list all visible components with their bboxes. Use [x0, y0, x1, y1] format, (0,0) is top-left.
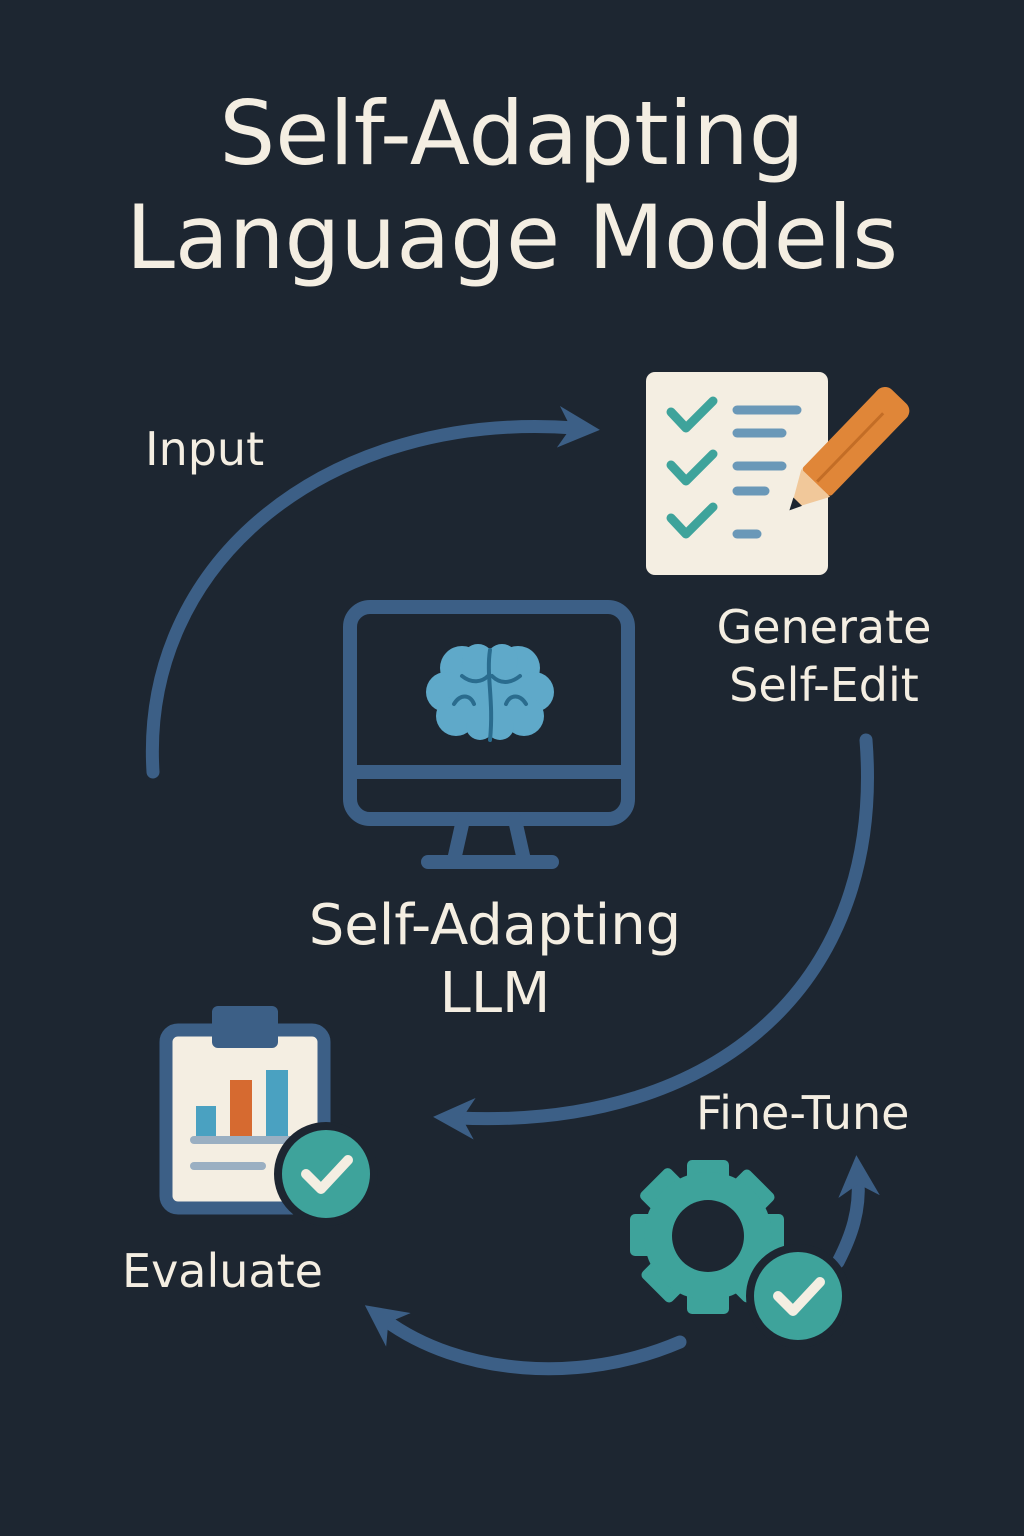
- center-label-line-2: LLM: [439, 961, 551, 1026]
- fine-tune-label: Fine-Tune: [696, 1086, 910, 1140]
- input-label: Input: [145, 422, 265, 476]
- arrow-finetune-to-evaluate: [364, 1305, 687, 1376]
- center-label-line-1: Self-Adapting: [308, 893, 682, 958]
- checklist-pencil-icon: [646, 372, 910, 575]
- title-line-2: Language Models: [125, 186, 899, 289]
- self-adapting-llm-label: Self-Adapting LLM: [250, 892, 740, 1028]
- arrow-input-to-generate: [145, 406, 600, 779]
- generate-self-edit-label: Generate Self-Edit: [700, 598, 948, 714]
- generate-label-line-1: Generate: [716, 600, 932, 654]
- title-line-1: Self-Adapting: [219, 82, 805, 185]
- generate-label-line-2: Self-Edit: [729, 658, 919, 712]
- arrow-generate-to-center: [433, 733, 874, 1140]
- page-title: Self-Adapting Language Models: [0, 82, 1024, 290]
- gear-check-icon: [630, 1160, 850, 1348]
- arrow-gear-to-finetune: [831, 1155, 880, 1269]
- clipboard-chart-check-icon: [159, 1006, 378, 1226]
- evaluate-label: Evaluate: [122, 1244, 323, 1298]
- monitor-brain-icon: [343, 600, 635, 869]
